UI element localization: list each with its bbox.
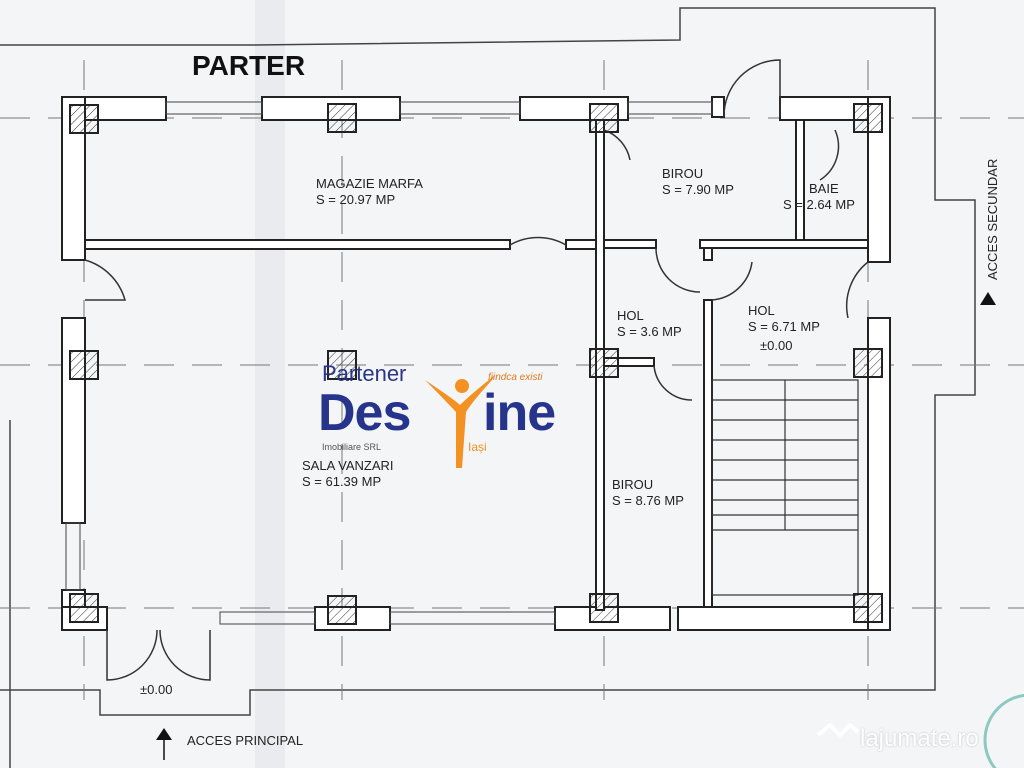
logo-slogan: fiindca existi	[488, 372, 543, 383]
logo-company: Imobiliare SRL	[322, 442, 382, 452]
paper-fold	[255, 0, 285, 768]
room-birou-1: BIROU S = 7.90 MP	[662, 166, 734, 198]
room-area: S = 61.39 MP	[302, 474, 382, 489]
watermark-logo-icon	[816, 723, 860, 737]
room-area: S = 3.6 MP	[617, 324, 682, 339]
stamp-icon	[983, 693, 1024, 768]
room-name: BAIE	[809, 181, 839, 196]
access-secondary-arrow-icon	[980, 292, 996, 305]
windows	[65, 101, 713, 625]
room-name: SALA VANZARI	[302, 458, 394, 473]
logo-partner-text: Partener	[322, 361, 407, 386]
stairs	[711, 379, 859, 596]
logo-brand-right: ine	[483, 384, 556, 442]
room-area: S = 2.64 MP	[783, 197, 855, 212]
logo-figure-icon	[425, 375, 495, 468]
room-area: S = 6.71 MP	[748, 319, 820, 334]
entrance-level: ±0.00	[140, 682, 173, 697]
room-area: S = 20.97 MP	[316, 192, 396, 207]
agency-logo: Partener fiindca existi Des ine Imobilia…	[318, 362, 588, 478]
room-name: HOL	[617, 308, 644, 323]
access-main-arrow-icon	[156, 728, 172, 740]
room-hol-1: HOL S = 3.6 MP	[617, 308, 682, 340]
room-name: BIROU	[612, 477, 654, 492]
floor-title: PARTER	[192, 50, 306, 81]
room-name: HOL	[748, 303, 775, 318]
room-magazie-marfa: MAGAZIE MARFA S = 20.97 MP	[316, 176, 423, 208]
logo-brand-left: Des	[318, 384, 411, 442]
walls	[61, 96, 891, 631]
watermark: lajumate.ro	[860, 725, 979, 752]
room-area: S = 7.90 MP	[662, 182, 734, 197]
site-boundary	[0, 7, 976, 716]
room-name: MAGAZIE MARFA	[316, 176, 423, 191]
access-main-label: ACCES PRINCIPAL	[187, 733, 304, 748]
room-birou-2: BIROU S = 8.76 MP	[612, 477, 684, 509]
columns	[69, 103, 883, 625]
room-name: BIROU	[662, 166, 704, 181]
room-area: S = 8.76 MP	[612, 493, 684, 508]
logo-city: Iași	[468, 440, 487, 454]
room-hol-2: HOL S = 6.71 MP ±0.00	[748, 303, 820, 354]
room-level: ±0.00	[760, 338, 793, 353]
room-baie: BAIE S = 2.64 MP	[783, 181, 855, 213]
room-sala-vanzari: SALA VANZARI S = 61.39 MP	[302, 458, 394, 490]
access-secondary-label: ACCES SECUNDAR	[985, 158, 1000, 280]
